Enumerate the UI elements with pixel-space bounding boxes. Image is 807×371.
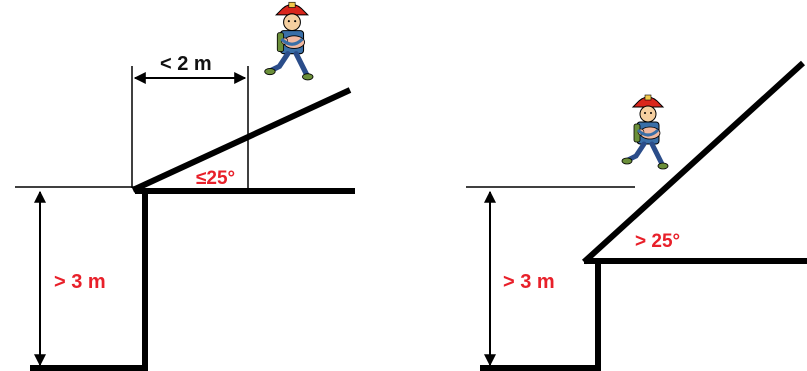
right-sloped-roof	[581, 60, 806, 265]
left-wall	[30, 193, 148, 371]
right-angle-label: > 25°	[635, 231, 680, 252]
firefighter-carrying-pig-icon	[622, 95, 668, 169]
right-panel: > 3 m > 25°	[466, 60, 807, 371]
left-height-label: > 3 m	[54, 271, 106, 293]
right-height-label: > 3 m	[503, 271, 555, 293]
left-sloped-roof	[131, 87, 352, 193]
left-angle-label: ≤25°	[196, 168, 235, 189]
right-wall	[480, 262, 601, 371]
left-width-label: < 2 m	[160, 53, 212, 75]
firefighter-carrying-pig-icon	[265, 2, 313, 80]
left-panel: > 3 m < 2 m ≤25°	[15, 2, 355, 371]
